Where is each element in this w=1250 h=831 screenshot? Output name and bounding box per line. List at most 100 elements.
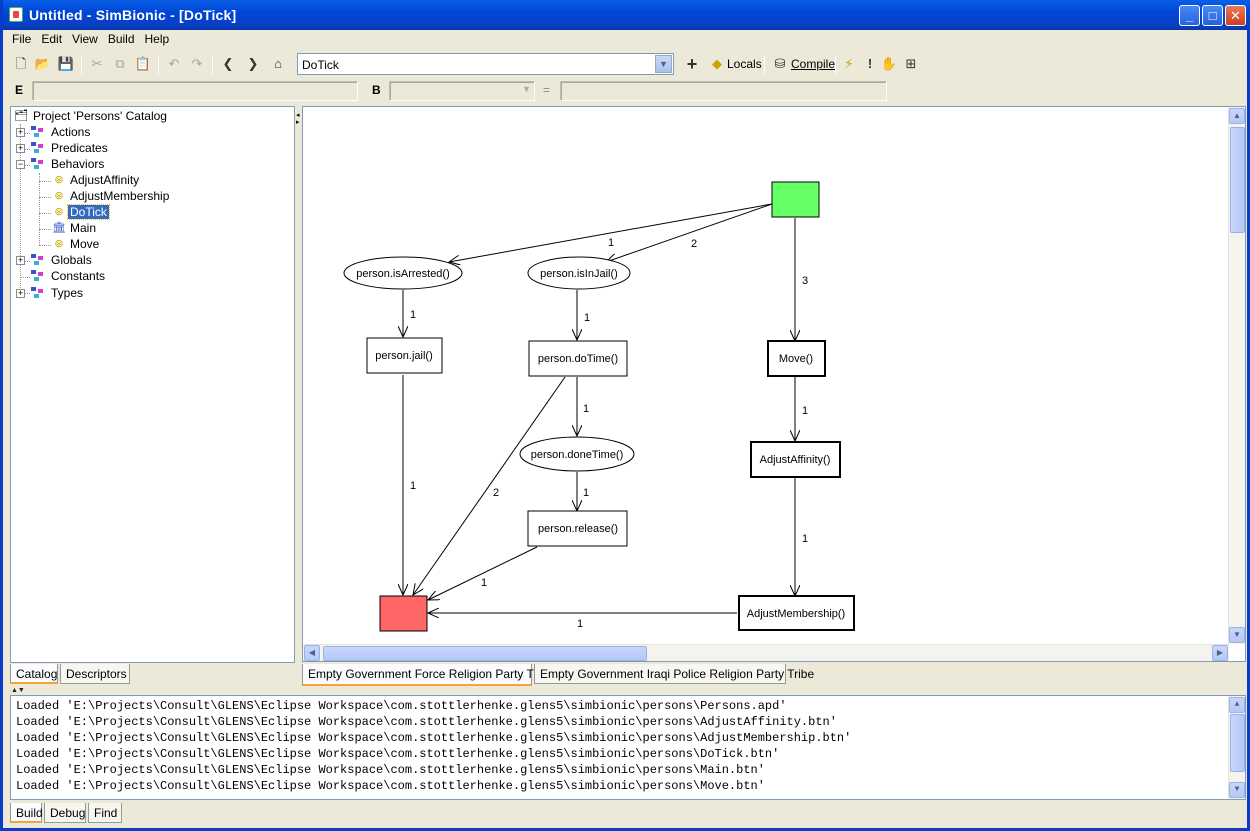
maximize-button[interactable]: □ xyxy=(1202,5,1223,26)
globals-folder-icon xyxy=(31,254,46,266)
scroll-thumb[interactable] xyxy=(1230,714,1245,772)
cut-icon[interactable]: ✂ xyxy=(91,56,103,71)
behavior-combo[interactable]: DoTick ▼ xyxy=(297,53,674,75)
condition-node[interactable] xyxy=(527,256,631,290)
redo-icon[interactable]: ↷ xyxy=(191,56,203,71)
behavior-node[interactable] xyxy=(767,340,826,377)
build-output-log[interactable]: Loaded 'E:\Projects\Consult\GLENS\Eclips… xyxy=(10,695,1246,800)
horizontal-splitter[interactable]: ▲▼ xyxy=(3,687,1247,695)
actions-folder-icon xyxy=(31,126,46,138)
edge[interactable] xyxy=(413,376,566,595)
behavior-node[interactable] xyxy=(738,595,855,631)
canvas-vertical-scrollbar[interactable]: ▲ ▼ xyxy=(1228,107,1245,644)
minimize-button[interactable]: _ xyxy=(1179,5,1200,26)
action-node[interactable] xyxy=(527,510,628,547)
java-app-icon[interactable] xyxy=(9,7,23,22)
scroll-down-icon[interactable]: ▼ xyxy=(1229,782,1245,798)
behavior-globe-icon: ⊛ xyxy=(54,206,64,218)
splitter-arrows-icon[interactable]: ▲▼ xyxy=(11,687,25,694)
behavior-canvas[interactable]: 1 2 3 1 1 1 2 1 1 1 1 1 1 person.isArres… xyxy=(302,106,1246,662)
tree-label: AdjustAffinity xyxy=(70,173,140,187)
behavior-combo-value: DoTick xyxy=(302,58,339,72)
behavior-node[interactable] xyxy=(750,441,841,478)
hand-icon[interactable]: ✋ xyxy=(880,56,898,71)
edge-label: 1 xyxy=(584,312,590,324)
copy-icon[interactable]: ⧉ xyxy=(115,56,125,71)
start-node[interactable] xyxy=(771,181,820,218)
layout-icon[interactable]: ⊞ xyxy=(905,56,917,71)
splitter-arrows[interactable]: ◂▸ xyxy=(296,112,300,126)
edge[interactable] xyxy=(606,203,773,262)
edge-label: 2 xyxy=(493,487,499,499)
expression-field[interactable] xyxy=(32,81,358,101)
save-icon[interactable]: 💾 xyxy=(57,56,75,71)
tab-build[interactable]: Build xyxy=(10,803,43,823)
menu-edit[interactable]: Edit xyxy=(41,32,63,46)
scroll-thumb[interactable] xyxy=(1230,127,1245,233)
catalog-tree[interactable]: 🗂 Project 'Persons' Catalog + Actions + … xyxy=(10,106,295,663)
scroll-down-icon[interactable]: ▼ xyxy=(1229,627,1245,643)
tree-label: Move xyxy=(70,237,100,251)
lightning-icon[interactable]: ⚡ xyxy=(844,56,854,71)
compile-icon[interactable]: ⛁ xyxy=(774,56,786,71)
back-icon[interactable]: ❮ xyxy=(222,56,234,71)
edge-label: 1 xyxy=(802,405,808,417)
node-label: person.doneTime() xyxy=(531,449,624,461)
node-label: person.doTime() xyxy=(538,353,618,365)
tab-debug[interactable]: Debug xyxy=(44,803,86,823)
forward-icon[interactable]: ❯ xyxy=(247,56,259,71)
locals-icon[interactable]: ◆ xyxy=(712,56,722,71)
menu-help[interactable]: Help xyxy=(144,32,170,46)
end-node[interactable] xyxy=(379,595,428,632)
tab-catalog[interactable]: Catalog xyxy=(10,664,58,684)
binding-value-field[interactable] xyxy=(560,81,887,101)
binding-variable-select[interactable]: ▼ xyxy=(389,81,535,101)
tab-find[interactable]: Find xyxy=(88,803,122,823)
locals-button[interactable]: Locals xyxy=(727,57,762,71)
add-icon[interactable]: + xyxy=(686,54,698,74)
scroll-left-icon[interactable]: ◀ xyxy=(304,645,320,661)
log-vertical-scrollbar[interactable]: ▲ ▼ xyxy=(1228,696,1245,799)
edge[interactable] xyxy=(449,203,773,262)
canvas-horizontal-scrollbar[interactable]: ◀ ▶ xyxy=(303,644,1229,661)
menu-build[interactable]: Build xyxy=(107,32,135,46)
edge[interactable] xyxy=(428,546,538,600)
scroll-right-icon[interactable]: ▶ xyxy=(1212,645,1228,661)
tree-label: AdjustMembership xyxy=(70,189,170,203)
tab-polymorphism-2[interactable]: Empty Government Iraqi Police Religion P… xyxy=(534,664,814,684)
condition-node[interactable] xyxy=(519,436,635,472)
title-bar[interactable]: Untitled - SimBionic - [DoTick] _ □ ✕ xyxy=(3,0,1250,30)
expand-icon[interactable]: + xyxy=(16,143,25,153)
undo-icon[interactable]: ↶ xyxy=(168,56,180,71)
scroll-up-icon[interactable]: ▲ xyxy=(1229,697,1245,713)
compile-button[interactable]: Compile xyxy=(791,57,836,71)
expand-icon[interactable]: + xyxy=(16,288,25,298)
menu-view[interactable]: View xyxy=(72,32,98,46)
scroll-up-icon[interactable]: ▲ xyxy=(1229,108,1245,124)
collapse-icon[interactable]: − xyxy=(16,159,25,169)
condition-node[interactable] xyxy=(343,256,463,290)
tab-descriptors[interactable]: Descriptors xyxy=(60,664,130,684)
exclamation-icon[interactable]: ! xyxy=(867,56,873,71)
tree-label: Constants xyxy=(51,269,106,283)
action-node[interactable] xyxy=(528,340,628,377)
expression-bar: E B ▼ = xyxy=(3,78,1247,104)
node-label: person.isArrested() xyxy=(356,268,450,280)
menu-file[interactable]: File xyxy=(12,32,32,46)
home-icon[interactable]: ⌂ xyxy=(274,56,282,71)
chevron-down-icon[interactable]: ▼ xyxy=(655,55,672,73)
close-button[interactable]: ✕ xyxy=(1225,5,1246,26)
expand-icon[interactable]: + xyxy=(16,255,25,265)
tab-polymorphism-1[interactable]: Empty Government Force Religion Party Tr… xyxy=(302,664,553,686)
expand-icon[interactable]: + xyxy=(16,127,25,137)
new-file-icon[interactable]: 🗋 xyxy=(15,56,27,71)
tree-label: Types xyxy=(51,286,84,300)
scroll-thumb[interactable] xyxy=(323,646,647,661)
paste-icon[interactable]: 📋 xyxy=(134,56,152,71)
behavior-graph[interactable]: 1 2 3 1 1 1 2 1 1 1 1 1 1 person.isArres… xyxy=(303,107,1229,644)
node-label: Move() xyxy=(779,353,813,365)
open-folder-icon[interactable]: 📂 xyxy=(34,56,52,71)
log-line: Loaded 'E:\Projects\Consult\GLENS\Eclips… xyxy=(16,763,765,777)
action-node[interactable] xyxy=(366,337,443,374)
